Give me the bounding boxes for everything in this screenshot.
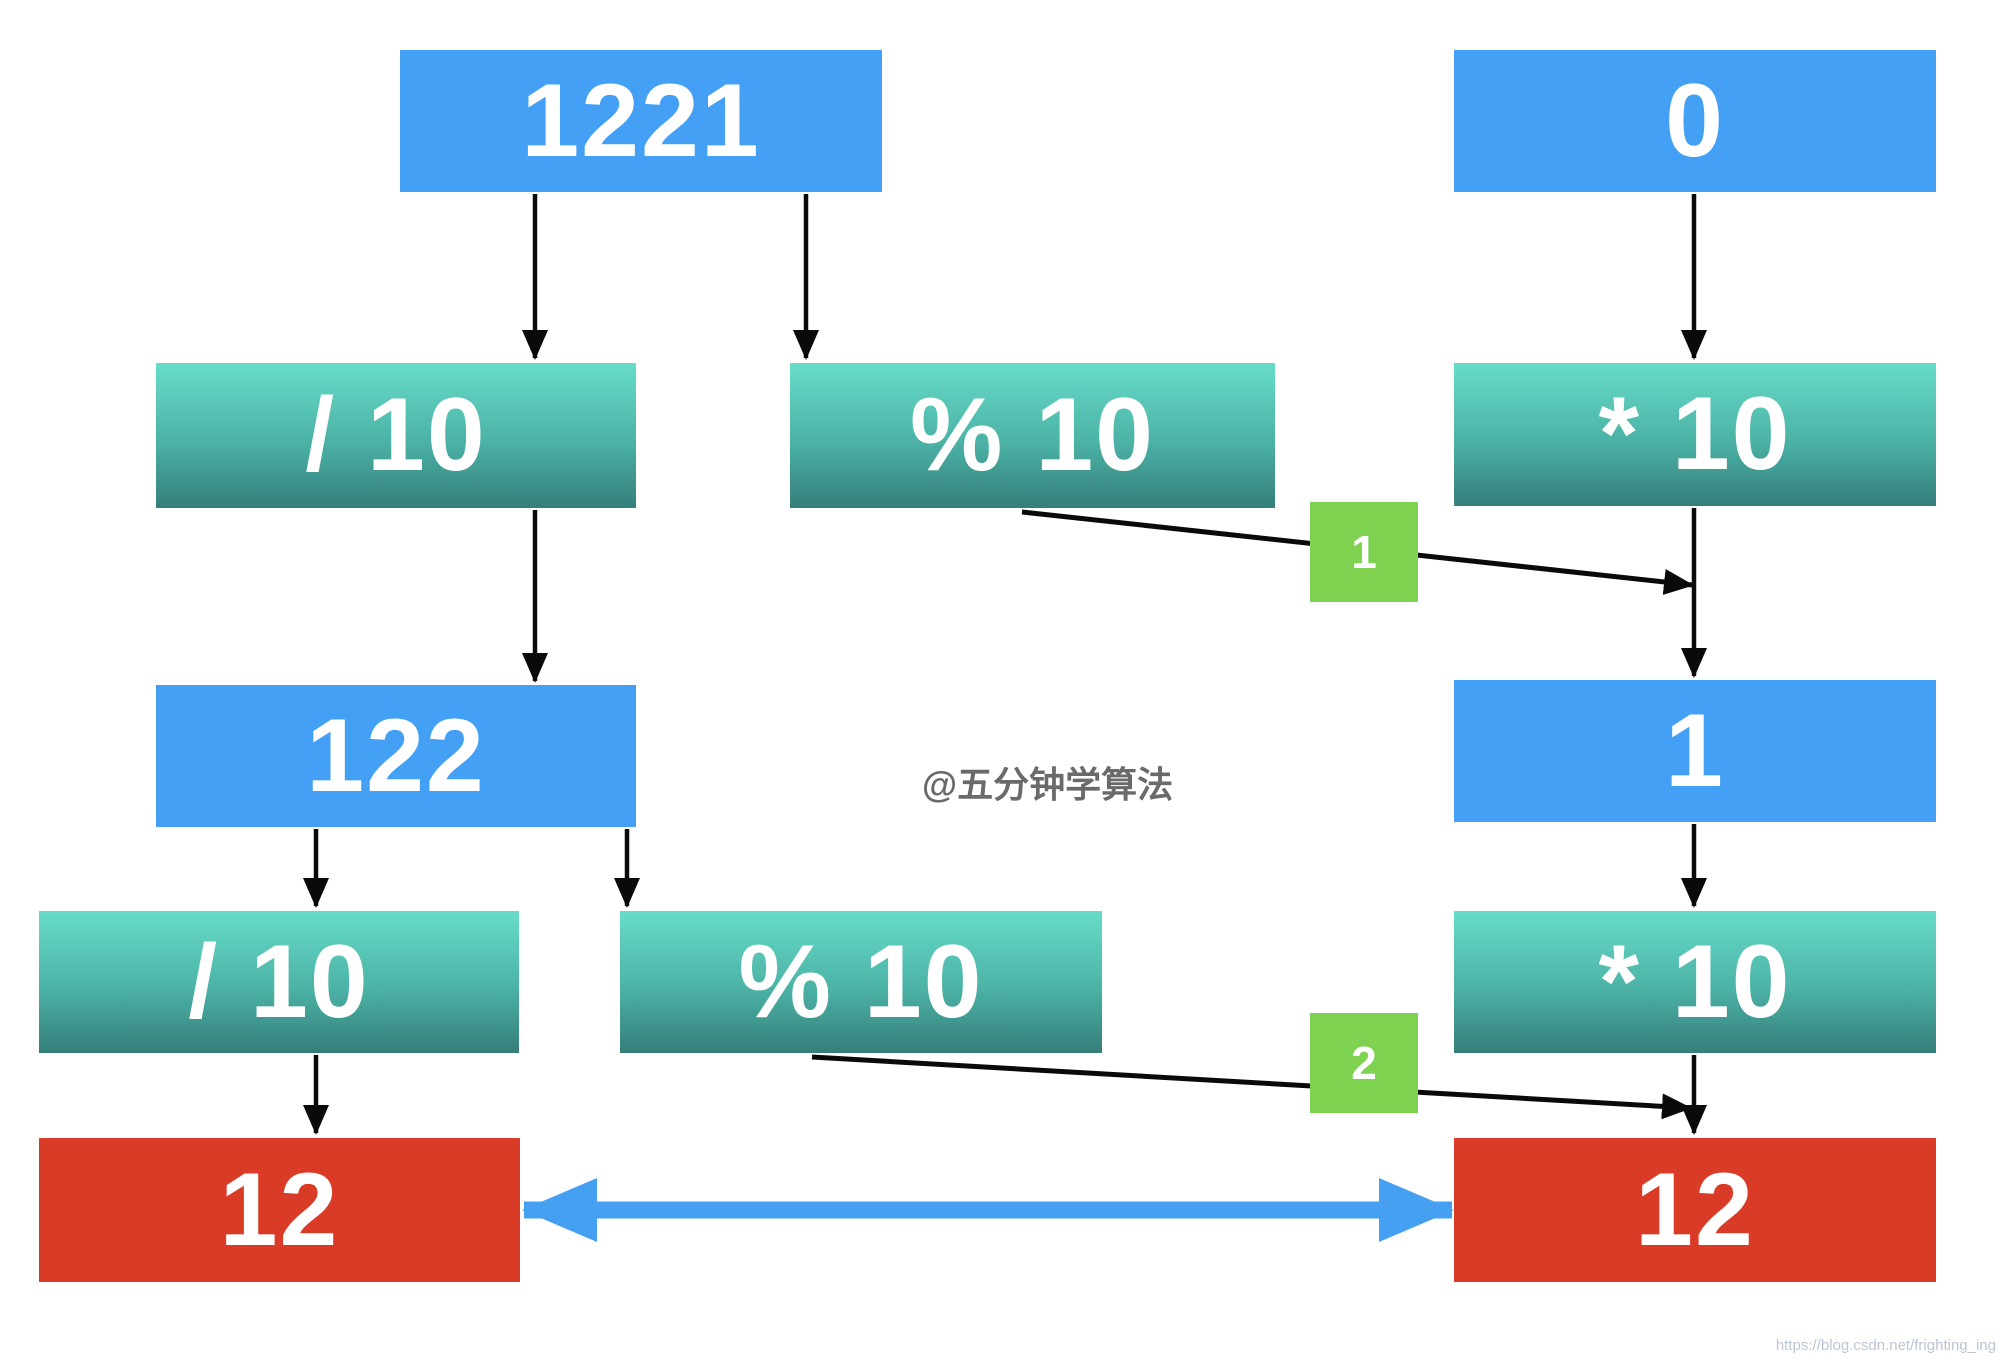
op-box-div10-bottom: / 10 xyxy=(39,911,519,1053)
url-watermark: https://blog.csdn.net/frighting_ing xyxy=(1775,1337,1996,1354)
step-badge-1: 1 xyxy=(1310,502,1418,602)
result-box-12-left: 12 xyxy=(39,1138,520,1282)
step-badge-2: 2 xyxy=(1310,1013,1418,1113)
arrow-mod10-carry-step2 xyxy=(811,1054,1692,1120)
value-box-122: 122 xyxy=(156,685,636,827)
op-box-mod10-bottom: % 10 xyxy=(620,911,1102,1053)
value-box-1221: 1221 xyxy=(400,50,882,192)
value-box-1: 1 xyxy=(1454,680,1936,822)
op-box-div10-top: / 10 xyxy=(156,363,636,508)
op-box-mul10-top: * 10 xyxy=(1454,363,1936,506)
op-box-mod10-top: % 10 xyxy=(790,363,1275,508)
author-note: @五分钟学算法 xyxy=(922,764,1174,805)
result-box-12-right: 12 xyxy=(1454,1138,1936,1282)
op-box-mul10-bottom: * 10 xyxy=(1454,911,1936,1053)
value-box-0: 0 xyxy=(1454,50,1936,192)
